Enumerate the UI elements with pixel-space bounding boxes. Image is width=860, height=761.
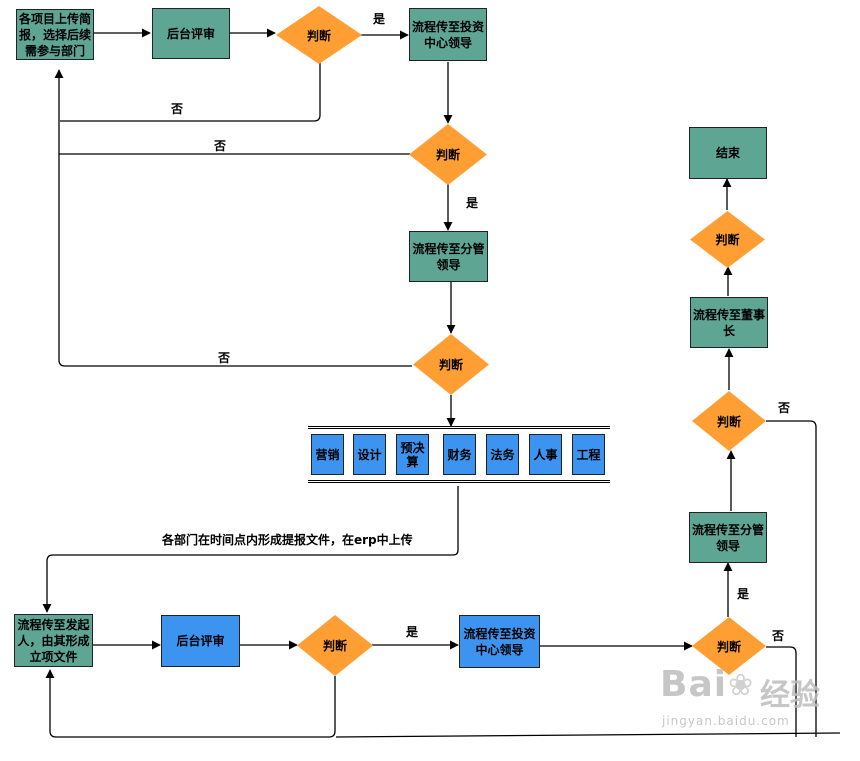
node-end-text: 结束 — [715, 146, 740, 160]
dept-finance-text: 财务 — [447, 447, 472, 462]
dept-bottom-rule — [308, 480, 610, 481]
label-yes-3: 是 — [406, 625, 419, 639]
label-no-4: 否 — [772, 629, 785, 643]
edge-d3-no-back — [54, 69, 412, 367]
watermark-suffix: 经验 — [760, 678, 820, 713]
node-initiator-text: 流程传至发起人，由其形成立项文件 — [17, 617, 90, 664]
node-branch-leader-right-text: 流程传至分管领导 — [691, 522, 764, 553]
dept-budget-text: 预决算 — [400, 440, 425, 469]
node-branch-leader-top-text: 流程传至分管领导 — [412, 241, 485, 272]
decision-d4-text: 判断 — [322, 639, 347, 653]
label-no-1: 否 — [171, 102, 184, 116]
edge-depts-to-initiator — [42, 486, 459, 613]
edge-d4-no-back — [45, 669, 336, 738]
node-chairman-text: 流程传至董事长 — [692, 307, 765, 338]
dept-legal-text: 法务 — [490, 447, 515, 462]
dept-legal: 法务 — [486, 434, 519, 475]
node-initiator: 流程传至发起人，由其形成立项文件 — [14, 614, 93, 667]
decision-d2-text: 判断 — [435, 148, 460, 162]
edge-d6-no — [766, 420, 817, 737]
watermark-brand: Bai — [660, 664, 728, 705]
label-no-3: 否 — [218, 351, 231, 365]
label-yes-2: 是 — [466, 196, 479, 210]
decision-d7-text: 判断 — [715, 233, 740, 247]
node-branch-leader-right: 流程传至分管领导 — [689, 512, 767, 563]
dept-budget: 预决算 — [396, 434, 429, 475]
decision-d1: 判断 — [276, 6, 362, 64]
edge-bottom-return — [335, 732, 841, 738]
node-invest-center-top-text: 流程传至投资中心领导 — [411, 19, 484, 50]
label-yes-4: 是 — [737, 587, 750, 601]
dept-top-rule — [308, 426, 610, 427]
decision-d3-text: 判断 — [438, 358, 463, 372]
node-upload-brief: 各项目上传简报，选择后续需参与部门 — [16, 9, 94, 60]
label-upload-note: 各部门在时间点内形成提报文件，在erp中上传 — [162, 533, 413, 547]
node-upload-brief-text: 各项目上传简报，选择后续需参与部门 — [18, 11, 91, 58]
label-no-2: 否 — [214, 139, 227, 153]
dept-hr: 人事 — [529, 434, 562, 475]
label-no-5: 否 — [778, 401, 791, 415]
dept-engineering: 工程 — [572, 434, 605, 475]
dept-hr-text: 人事 — [533, 447, 558, 462]
watermark-url: jingyan.baidu.com — [662, 714, 790, 728]
label-yes-1: 是 — [373, 12, 386, 26]
node-end: 结束 — [689, 127, 767, 179]
node-invest-center-top: 流程传至投资中心领导 — [409, 8, 487, 61]
dept-design-text: 设计 — [357, 447, 382, 462]
dept-marketing-text: 营销 — [315, 447, 340, 462]
baidu-jingyan-watermark: Bai ❀ 经验 jingyan.baidu.com — [660, 664, 820, 736]
decision-d4: 判断 — [297, 615, 373, 676]
node-backend-review-bottom-text: 后台评审 — [176, 634, 225, 648]
node-invest-center-bottom-text: 流程传至投资中心领导 — [463, 626, 536, 657]
dept-top-rule-2 — [308, 428, 610, 429]
dept-finance: 财务 — [443, 434, 476, 475]
decision-d1-text: 判断 — [306, 28, 331, 43]
decision-d5: 判断 — [692, 617, 766, 675]
edge-d1-no-back — [60, 62, 321, 122]
node-invest-center-bottom: 流程传至投资中心领导 — [459, 615, 540, 668]
paw-icon: ❀ — [728, 668, 754, 703]
decision-d6-text: 判断 — [716, 414, 741, 429]
edge-d5-no — [766, 646, 797, 737]
node-backend-review-top-text: 后台评审 — [166, 26, 215, 41]
dept-engineering-text: 工程 — [576, 447, 601, 462]
node-branch-leader-top: 流程传至分管领导 — [409, 231, 488, 282]
decision-d2: 判断 — [409, 124, 487, 185]
node-backend-review-top: 后台评审 — [152, 8, 230, 59]
dept-design: 设计 — [353, 434, 386, 475]
dept-marketing: 营销 — [311, 434, 344, 475]
decision-d5-text: 判断 — [716, 639, 741, 654]
decision-d7: 判断 — [690, 211, 765, 268]
node-chairman: 流程传至董事长 — [690, 297, 768, 348]
decision-d3: 判断 — [413, 334, 489, 395]
dept-bottom-rule-2 — [308, 482, 610, 483]
decision-d6: 判断 — [692, 391, 766, 451]
node-backend-review-bottom: 后台评审 — [161, 615, 240, 667]
